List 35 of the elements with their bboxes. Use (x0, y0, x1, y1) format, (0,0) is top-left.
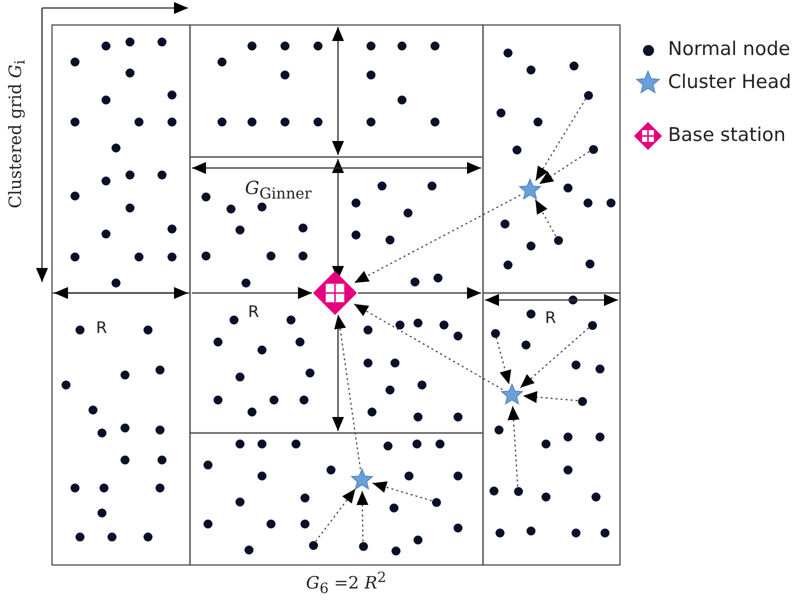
cluster-head-star (350, 468, 374, 492)
dotted-arrow (354, 303, 503, 390)
dotted-arrow (372, 481, 432, 502)
sensor-node (308, 540, 318, 550)
dotted-arrow (496, 337, 512, 385)
legend-label: Base station (668, 124, 786, 146)
dotted-arrow (356, 491, 368, 542)
sensor-node (358, 540, 368, 552)
sensor-node (576, 396, 588, 406)
dimension-label: R (545, 308, 556, 327)
dotted-arrow (334, 314, 361, 470)
dotted-arrow (534, 199, 556, 236)
dotted-arrow (508, 406, 520, 487)
sensor-node (586, 320, 598, 330)
dotted-arrow (538, 151, 590, 184)
dimension-label: G$_{Ginner}$ (245, 178, 312, 203)
dotted-arrow (315, 488, 356, 542)
dimension-label: R (96, 318, 108, 337)
sensor-node (582, 90, 594, 100)
dotted-arrow (520, 328, 589, 388)
dotted-arrow (522, 391, 578, 404)
base-station-icon (312, 270, 358, 316)
sensor-node (430, 496, 442, 508)
dotted-arrow (535, 98, 586, 181)
sensor-node (552, 234, 564, 246)
sensor-node (490, 328, 500, 338)
dimension-label: R (248, 302, 260, 321)
sensor-node (588, 144, 598, 154)
cluster-head-star (500, 383, 524, 407)
legend-label: Normal node (668, 38, 790, 60)
cluster-head-star (518, 178, 542, 202)
dotted-arrow (354, 194, 521, 284)
formula-label: G$_{6}$ =2 R$^{2}$ (306, 570, 386, 598)
sensor-node (512, 486, 524, 496)
legend-label: Cluster Head (668, 71, 792, 93)
